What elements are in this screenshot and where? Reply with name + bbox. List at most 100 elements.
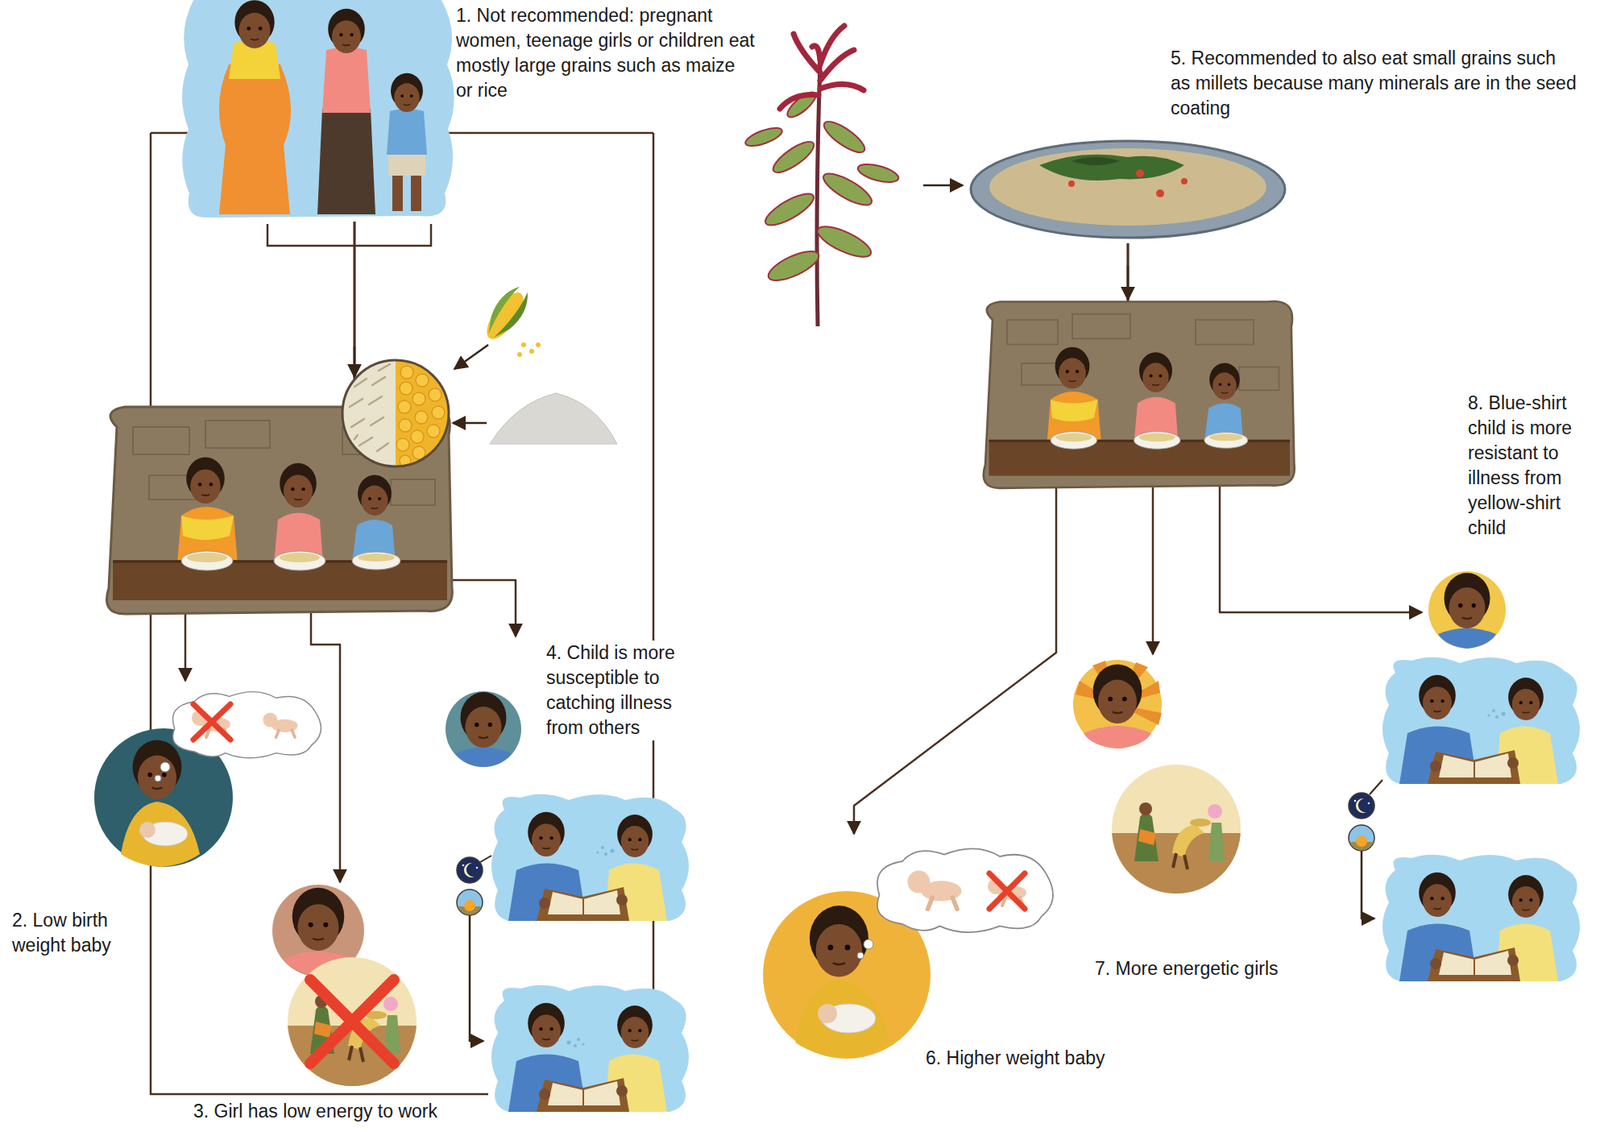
illustration-part [400, 365, 414, 379]
illustration-part [529, 348, 535, 354]
illustration-part [1361, 850, 1375, 919]
illustration-part [761, 187, 818, 231]
illustration-part [390, 73, 423, 112]
illustration-part [604, 852, 608, 856]
illustration-part [397, 400, 411, 414]
illustration-part [395, 360, 449, 467]
grain-circle [342, 360, 449, 467]
illustration-part [342, 360, 449, 467]
boys-reading [456, 794, 689, 1112]
illustration-part [863, 939, 874, 950]
caption-text: 1. Not recommended: pregnant women, teen… [455, 3, 756, 104]
illustration-part [262, 712, 298, 738]
illustration-part [377, 443, 389, 452]
caption-text: 6. Higher weight baby [925, 1045, 1137, 1071]
illustration-part [1438, 628, 1497, 650]
illustration-part [596, 845, 614, 856]
illustration-part [431, 406, 445, 419]
arrow [353, 346, 357, 378]
illustration-part [317, 108, 376, 215]
illustration-part [349, 398, 363, 407]
illustration-part [412, 392, 426, 406]
illustration-part [410, 430, 424, 444]
illustration-part [1071, 157, 1120, 166]
illustration-part [1495, 715, 1499, 719]
illustration-part [813, 220, 875, 263]
illustration-part [793, 33, 821, 73]
illustration-part [428, 388, 442, 402]
illustration-part [399, 381, 413, 395]
illustration-part [812, 45, 821, 61]
illustration-part [392, 174, 403, 212]
illustration-part [469, 915, 484, 1041]
illustration-part [410, 174, 422, 212]
illustration-part [601, 845, 605, 850]
illustration-part [1492, 708, 1496, 713]
illustration-part [877, 848, 1053, 933]
illustration-part [480, 281, 522, 335]
illustration-part [1348, 824, 1375, 851]
illustration-part [1039, 154, 1185, 181]
illustration-part [388, 153, 426, 176]
illustration-part [535, 342, 541, 348]
illustration-part [610, 849, 615, 854]
illustration-part [396, 438, 410, 452]
illustration-part [1181, 178, 1188, 185]
arrow [452, 422, 487, 425]
illustration-part [1444, 572, 1491, 629]
caption-text: 8. Blue-shirt child is more resistant to… [1467, 390, 1592, 541]
flour-pile [489, 393, 618, 444]
illustration-part [989, 873, 1025, 909]
picture-panel: 2. Low birth weight baby [8, 680, 355, 963]
boys-reading [1348, 657, 1580, 982]
illustration-part [1093, 663, 1143, 724]
millet-plate [970, 140, 1285, 238]
illustration-part [521, 342, 527, 348]
illustration-part [1135, 169, 1145, 178]
illustration-part [456, 857, 483, 883]
illustration-part [1487, 708, 1505, 719]
illustration-part [415, 373, 429, 387]
people-panel [182, 0, 455, 218]
illustration-part [743, 124, 785, 150]
caption-text: 5. Recommended to also eat small grains … [1170, 45, 1578, 121]
thought-bubble [857, 848, 1053, 959]
illustration-part [1068, 180, 1075, 187]
picture-panel: 5. Recommended to also eat small grains … [729, 32, 1584, 244]
girl-portrait [1073, 659, 1162, 749]
picture-panel: 7. More energetic girls [1067, 654, 1322, 985]
illustration-part [1382, 657, 1580, 784]
illustration-part [322, 47, 371, 114]
illustration-part [1501, 712, 1506, 717]
picture-panel: 1. Not recommended: pregnant women, teen… [178, 0, 766, 222]
illustration-part [354, 378, 367, 387]
illustration-part [491, 794, 689, 921]
illustration-part [1156, 189, 1165, 198]
illustration-part [398, 418, 412, 432]
illustration-part [182, 0, 455, 218]
illustration-part [1075, 660, 1162, 726]
illustration-part [219, 60, 291, 215]
illustration-part [989, 148, 1267, 226]
illustration-part [310, 979, 394, 1064]
illustration-part [795, 905, 891, 1058]
illustration-part [460, 692, 507, 748]
illustration-part [342, 360, 449, 467]
work-bubble [1111, 764, 1241, 898]
illustration-part [989, 873, 1025, 909]
illustration-part [154, 775, 162, 782]
picture-panel: 6. Higher weight baby [757, 833, 1145, 1076]
illustration-part [764, 245, 823, 287]
arrow [923, 184, 963, 187]
illustration-part [820, 49, 854, 81]
illustration-part [743, 88, 901, 287]
illustration-part [368, 396, 382, 405]
illustration-part [414, 410, 428, 424]
picture-panel: 4. Child is more susceptible to catching… [451, 636, 703, 1130]
illustration-part [1487, 713, 1490, 717]
illustration-part [1083, 725, 1152, 749]
bracket [267, 223, 432, 246]
illustration-part [310, 979, 394, 1064]
illustration-part [779, 95, 819, 109]
